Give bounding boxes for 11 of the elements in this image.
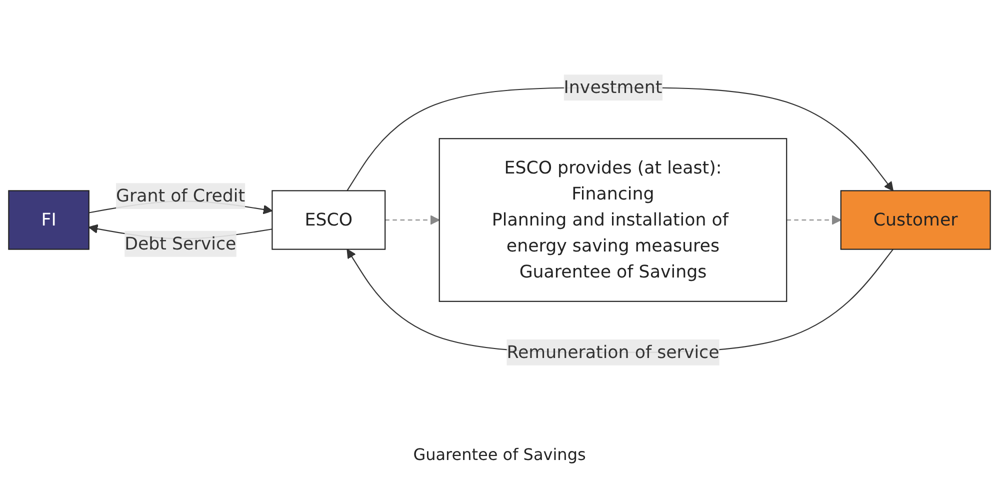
arrow — [385, 215, 440, 225]
edge-label: Remuneration of service — [506, 342, 720, 362]
edge-label: Investment — [564, 76, 662, 98]
edge-label: Grant of Credit — [116, 185, 246, 206]
arrow — [786, 215, 842, 225]
edge-label: Debt Service — [124, 232, 236, 254]
note-text: Guarentee of Savings — [413, 445, 586, 464]
node-box: Customer — [840, 190, 991, 250]
node-box: ESCO — [272, 190, 386, 250]
node-box: FI — [8, 190, 90, 250]
node-box: ESCO provides (at least): Financing Planning and installation of energy saving measures Guarentee of Savings — [438, 138, 788, 302]
